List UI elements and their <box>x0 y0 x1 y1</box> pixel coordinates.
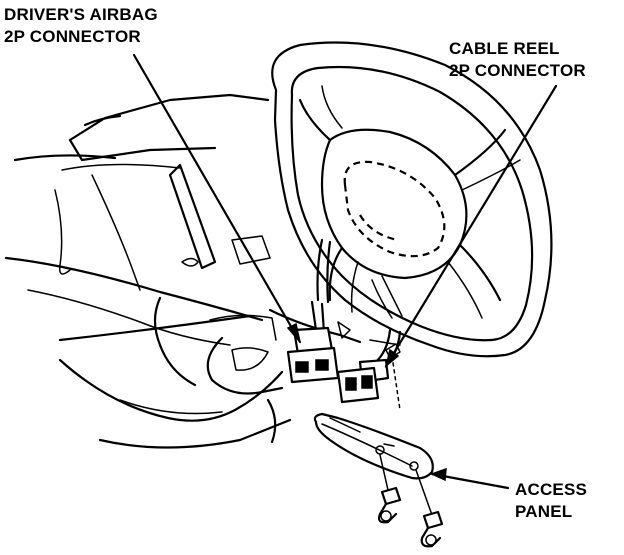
drop-lines <box>391 355 401 411</box>
steering-wheel <box>271 41 553 358</box>
airbag-connector-label-line2: 2P CONNECTOR <box>4 27 141 46</box>
screws <box>377 454 444 548</box>
airbag-connector-label-line1: DRIVER'S AIRBAG <box>4 5 158 24</box>
dashboard <box>4 93 292 449</box>
access-panel-shape <box>313 412 434 480</box>
cable-reel-connector-label: CABLE REEL 2P CONNECTOR <box>449 38 586 82</box>
cable-reel-connector-label-line1: CABLE REEL <box>449 39 560 58</box>
callout-leaders <box>132 53 558 490</box>
access-panel-label-line2: PANEL <box>515 502 573 521</box>
airbag-2p-connector <box>286 300 340 384</box>
cable-reel-connector-label-line2: 2P CONNECTOR <box>449 61 586 80</box>
access-panel-label: ACCESS PANEL <box>515 479 587 523</box>
access-panel-label-line1: ACCESS <box>515 480 588 499</box>
cable-reel-2p-connector <box>336 328 402 404</box>
airbag-connector-label: DRIVER'S AIRBAG 2P CONNECTOR <box>4 4 158 48</box>
